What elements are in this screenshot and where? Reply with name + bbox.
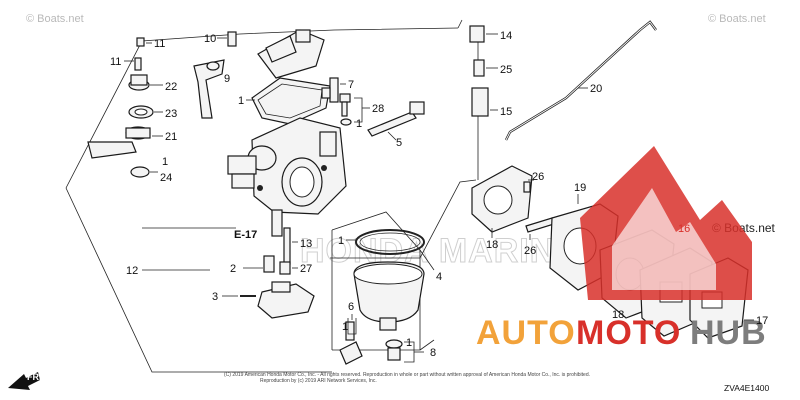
screw-26-upper	[523, 179, 534, 193]
idle-screw-5	[367, 101, 425, 141]
callout-24: 24	[160, 172, 172, 184]
lever-21	[87, 126, 163, 159]
callout-10: 10	[204, 33, 216, 45]
bracket-9	[193, 59, 225, 119]
callout-3: 3	[212, 291, 218, 303]
callout-1-gasket: 1	[238, 95, 244, 107]
callout-labels: 10 11 11 22 23 21 1 24 9 1 7 28 1 5 14 2…	[110, 30, 768, 359]
callout-8: 8	[430, 347, 436, 359]
throttle-rod-20	[504, 20, 657, 141]
callout-16: 16	[678, 223, 690, 235]
callout-26-upper: 26	[532, 171, 544, 183]
float-3	[222, 281, 315, 319]
joint-25	[473, 59, 498, 77]
svg-text:HONDA MARINE: HONDA MARINE	[300, 232, 579, 270]
callout-23: 23	[165, 108, 177, 120]
copyright-line: (C) 2019 American Honda Motor Co., Inc. …	[224, 372, 590, 378]
top-cover	[257, 29, 325, 79]
callout-21: 21	[165, 131, 177, 143]
callout-7: 7	[348, 79, 354, 91]
fuel-pipe-14	[469, 25, 498, 43]
svg-text:© Boats.net: © Boats.net	[26, 13, 84, 25]
automotohub-logo: AUTO MOTO HUB	[476, 146, 767, 352]
float-bowl	[353, 261, 425, 331]
callout-9: 9	[224, 73, 230, 85]
callout-11-lower: 11	[110, 56, 121, 68]
jet-7	[321, 77, 346, 103]
callout-17: 17	[756, 315, 768, 327]
screw-10	[217, 31, 237, 47]
screw-11-top	[136, 37, 152, 47]
callout-6: 6	[348, 301, 354, 313]
washer-24	[130, 166, 158, 178]
screw-28	[339, 93, 370, 126]
callout-28: 28	[372, 103, 384, 115]
boats-net-watermark-topleft: © Boats.net	[26, 13, 84, 25]
svg-text:© Boats.net: © Boats.net	[708, 13, 766, 25]
drain-screw-6	[339, 314, 363, 365]
needle-13	[283, 227, 298, 265]
callout-22: 22	[165, 81, 177, 93]
o-ring	[346, 229, 425, 255]
tube-15	[471, 87, 498, 117]
callout-27: 27	[300, 263, 312, 275]
callout-18-lower: 18	[612, 309, 624, 321]
carburetor-body	[227, 117, 347, 237]
callout-11-top: 11	[154, 38, 165, 50]
callout-12: 12	[126, 265, 138, 277]
diagram-code: ZVA4E1400	[724, 383, 769, 393]
callout-1-left: 1	[162, 156, 168, 168]
svg-text:FR.: FR.	[27, 372, 42, 382]
callout-26-lower: 26	[524, 245, 536, 257]
callout-4: 4	[436, 271, 442, 283]
copyright-line-2: Reproduction by (c) 2019 ARI Network Ser…	[260, 378, 377, 384]
callout-1-oring: 1	[338, 235, 344, 247]
callout-2: 2	[230, 263, 236, 275]
cover-gasket	[246, 77, 331, 125]
callout-e17: E-17	[234, 229, 257, 241]
callout-1-screw: 1	[356, 118, 362, 130]
callout-15: 15	[500, 106, 512, 118]
callout-13: 13	[300, 238, 312, 250]
cap-22	[128, 74, 163, 91]
boats-net-watermark-topright: © Boats.net	[708, 13, 766, 25]
callout-1-bolt: 1	[406, 337, 412, 349]
bolt-8	[385, 339, 424, 363]
callout-14: 14	[500, 30, 512, 42]
gasket-18-upper	[471, 165, 533, 238]
honda-marine-watermark: HONDA MARINE	[300, 232, 579, 271]
svg-text:HUB: HUB	[690, 314, 767, 352]
callout-18-upper: 18	[486, 239, 498, 251]
jet-27	[279, 261, 298, 275]
callout-5: 5	[396, 137, 402, 149]
svg-text:AUTO: AUTO	[476, 314, 576, 352]
callout-25: 25	[500, 64, 512, 76]
front-arrow: FR.	[8, 372, 42, 390]
callout-1-drain: 1	[342, 321, 348, 333]
callout-20: 20	[590, 83, 602, 95]
svg-text:MOTO: MOTO	[576, 314, 681, 352]
jet-2	[243, 255, 275, 273]
screw-11-lower	[124, 57, 142, 71]
ring-23	[128, 105, 163, 119]
callout-19: 19	[574, 182, 586, 194]
